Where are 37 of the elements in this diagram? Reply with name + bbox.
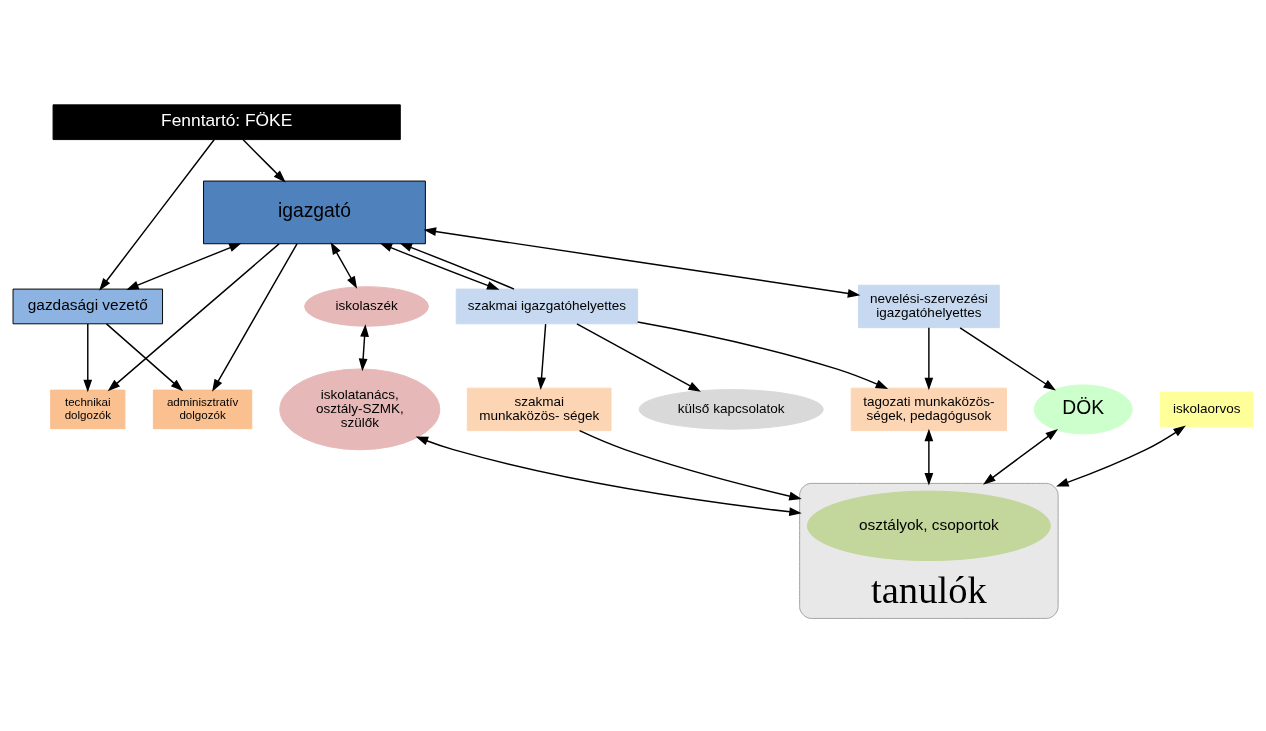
arrow xyxy=(924,428,934,486)
arrow xyxy=(1056,425,1186,487)
node-box: igazgató xyxy=(203,180,426,245)
arrow xyxy=(107,243,280,392)
node-box: nevelési-szervezési igazgatóhelyettes xyxy=(858,284,1000,329)
node-ellipse: iskolatanács, osztály-SZMK, szülők xyxy=(279,368,441,451)
node-box: tagozati munkaközös- ségek, pedagógusok xyxy=(850,387,1007,432)
arrow xyxy=(212,243,298,392)
node-box: szakmai munkaközös- ségek xyxy=(466,387,612,432)
arrow xyxy=(924,327,934,391)
arrow xyxy=(415,436,802,517)
arrow xyxy=(537,323,547,391)
node-box: technikai dolgozók xyxy=(50,389,126,430)
node-box: adminisztratív dolgozók xyxy=(152,389,253,430)
node-ellipse: DÖK xyxy=(1033,384,1133,435)
arrow xyxy=(105,323,184,392)
arrow xyxy=(379,242,500,290)
arrow xyxy=(99,138,215,291)
arrow xyxy=(242,139,286,183)
node-box: iskolaorvos xyxy=(1159,391,1254,428)
node-ellipse: külső kapcsolatok xyxy=(638,389,824,430)
arrow xyxy=(636,321,889,389)
arrow xyxy=(423,227,861,298)
arrow xyxy=(358,324,369,372)
node-box: gazdasági vezető xyxy=(12,288,163,325)
arrow xyxy=(126,242,242,290)
arrow xyxy=(578,430,802,501)
node-ellipse: osztályok, csoportok xyxy=(806,490,1051,562)
node-box: Fenntartó: FÖKE xyxy=(52,104,401,141)
arrow xyxy=(959,327,1056,391)
arrow xyxy=(330,241,358,289)
node-ellipse: iskolaszék xyxy=(304,286,429,327)
arrow xyxy=(83,323,93,393)
arrow xyxy=(983,429,1059,485)
arrow xyxy=(576,323,701,392)
arrow xyxy=(399,243,515,290)
node-box: szakmai igazgatóhelyettes xyxy=(455,288,639,325)
